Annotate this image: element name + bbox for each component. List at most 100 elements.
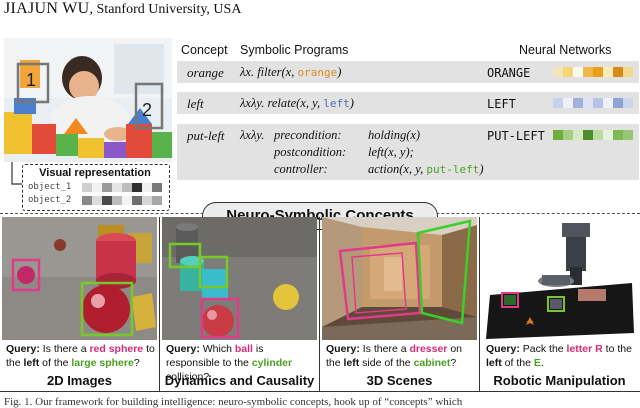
program-orange-arg: orange <box>297 66 338 79</box>
embedding-cell <box>613 67 623 77</box>
object-label-1: 1 <box>26 70 36 90</box>
embedding-cell <box>573 98 583 108</box>
embedding-cell <box>82 196 92 205</box>
embedding-cell <box>563 130 573 140</box>
embedding-cell <box>102 196 112 205</box>
query-segment: Query: <box>6 343 40 355</box>
embedding-cell <box>593 98 603 108</box>
visual-representation-title: Visual representation <box>39 167 151 179</box>
author-name: JIAJUN WU <box>4 0 90 17</box>
program-put-left-lambda: λxλy. <box>240 128 265 142</box>
embedding-cell <box>613 98 623 108</box>
panel-robotic-manipulation-scene <box>482 217 637 340</box>
query-segment: Is there a <box>359 343 410 355</box>
program-put-left-controller: controller:action(x, y, put-left) <box>274 162 483 177</box>
embedding-cell <box>92 183 102 192</box>
embedding-cell <box>122 183 132 192</box>
program-orange-suffix: ) <box>337 65 342 79</box>
panel-separator <box>159 217 160 392</box>
panel-title-robotic-manipulation: Robotic Manipulation <box>493 373 626 388</box>
program-orange-prefix: λx. filter(x, <box>240 65 298 79</box>
query-segment: ball <box>234 343 253 355</box>
controller-arg: put-left <box>426 163 480 176</box>
panel-title-3d-scenes: 3D Scenes <box>366 373 433 388</box>
query-segment: Which <box>199 343 235 355</box>
panel-separator <box>479 217 480 392</box>
embedding-cell <box>603 130 613 140</box>
query-segment: Pack the <box>519 343 567 355</box>
embedding-orange <box>553 67 633 77</box>
query-segment: Query: <box>326 343 360 355</box>
embedding-cell <box>603 67 613 77</box>
panel-separator <box>319 217 320 392</box>
embedding-cell <box>573 130 583 140</box>
object-1-embedding <box>82 183 162 192</box>
concept-name-left: left <box>187 96 204 111</box>
embedding-cell <box>132 183 142 192</box>
embedding-cell <box>613 130 623 140</box>
author-affiliation: , Stanford University, USA <box>89 2 242 17</box>
embedding-cell <box>122 196 132 205</box>
embedding-cell <box>573 67 583 77</box>
embedding-cell <box>623 67 633 77</box>
panel-2d-images-scene <box>2 217 157 340</box>
panel-title-2d-images: 2D Images <box>46 373 113 388</box>
query-segment: cabinet <box>413 357 451 369</box>
query-segment: of the <box>501 357 534 369</box>
embedding-cell <box>92 196 102 205</box>
query-segment: letter R <box>566 343 603 355</box>
embedding-cell <box>563 67 573 77</box>
query-segment: side of the <box>359 357 414 369</box>
object-label-2: 2 <box>142 100 152 120</box>
embedding-left <box>553 98 633 108</box>
embedding-cell <box>112 196 122 205</box>
embedding-cell <box>563 98 573 108</box>
query-segment: ? <box>450 357 457 369</box>
embedding-cell <box>142 183 152 192</box>
query-robotic-manipulation: Query: Pack the letter R to the left of … <box>486 342 638 370</box>
embedding-cell <box>142 196 152 205</box>
embedding-cell <box>623 130 633 140</box>
object-2-embedding <box>82 196 162 205</box>
embedding-put-left <box>553 130 633 140</box>
query-segment: left <box>343 357 360 369</box>
query-segment: red sphere <box>89 343 144 355</box>
object-2-label: object_2 <box>28 195 72 205</box>
embedding-cell <box>603 98 613 108</box>
embedding-cell <box>152 183 162 192</box>
query-segment: to the <box>6 343 155 369</box>
embedding-cell <box>593 130 603 140</box>
query-segment: left <box>486 357 502 369</box>
embedding-cell <box>583 98 593 108</box>
embedding-cell <box>583 130 593 140</box>
query-segment: . <box>540 357 544 369</box>
row-band-orange <box>177 61 639 83</box>
query-segment: large sphere <box>71 357 134 369</box>
embedding-cell <box>553 98 563 108</box>
embedding-cell <box>553 130 563 140</box>
network-orange: ORANGE <box>487 66 531 80</box>
column-header-concept: Concept <box>181 43 228 57</box>
query-segment: dresser <box>409 343 448 355</box>
precondition-label: precondition: <box>274 128 342 142</box>
program-left-arg: left <box>323 97 350 110</box>
query-segment: of the <box>39 357 72 369</box>
program-put-left-postcondition: postcondition:left(x, y); <box>274 145 414 160</box>
header: JIAJUN WU, Stanford University, USA <box>4 0 241 18</box>
program-orange: λx. filter(x, orange) <box>240 65 341 80</box>
query-segment: Query: <box>166 343 200 355</box>
query-segment: is responsible to the <box>166 343 264 369</box>
query-segment: collision? <box>166 371 210 383</box>
postcondition-text: left(x, y); <box>368 145 414 159</box>
embedding-cell <box>593 67 603 77</box>
concept-name-orange: orange <box>187 65 224 80</box>
panel-3d-scenes-scene <box>322 217 477 340</box>
controller-text: action(x, y, <box>368 162 427 176</box>
column-header-programs: Symbolic Programs <box>240 43 349 57</box>
query-segment: on the <box>326 343 463 369</box>
network-put-left: PUT-LEFT <box>487 129 545 143</box>
bottom-rule <box>0 391 640 392</box>
program-left-suffix: ) <box>349 96 354 110</box>
query-3d-scenes: Query: Is there a dresser on the left si… <box>326 342 478 370</box>
query-segment: ? <box>133 357 140 369</box>
